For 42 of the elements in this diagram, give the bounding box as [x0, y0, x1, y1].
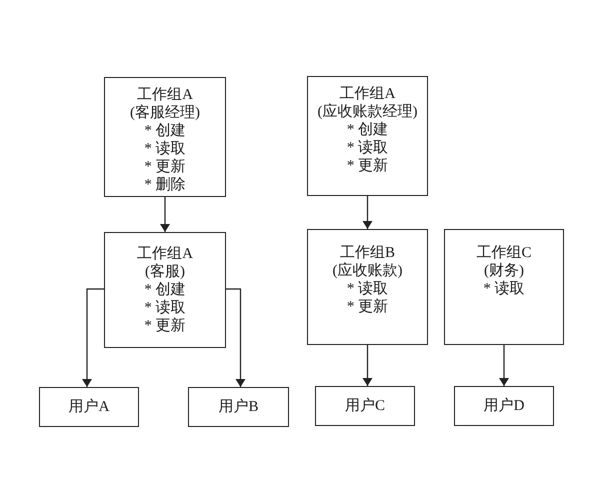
node-box: [307, 76, 428, 196]
node-label: (财务): [484, 262, 524, 280]
arrow: [499, 345, 509, 386]
node-label: 工作组B: [340, 244, 395, 262]
node-box: [307, 229, 428, 345]
node-box: [39, 387, 139, 427]
node-label: * 创建: [346, 121, 388, 139]
node-label: * 读取: [346, 139, 388, 157]
node-label: * 更新: [144, 158, 186, 176]
node-label: * 创建: [144, 122, 186, 140]
node-box: [315, 386, 415, 426]
node-label: (应收账款经理): [318, 103, 418, 121]
node-label: * 读取: [483, 280, 525, 298]
node-label: 用户C: [344, 397, 385, 415]
arrow: [82, 288, 104, 387]
node-label: (应收账款): [332, 262, 402, 280]
node-box: [444, 229, 564, 345]
node-label: * 更新: [346, 298, 388, 316]
arrow: [160, 197, 170, 232]
node-label: * 删除: [144, 176, 186, 194]
node-label: 工作组A: [340, 85, 396, 103]
node-label: 用户A: [68, 398, 110, 416]
node-label: * 更新: [144, 317, 186, 335]
arrow: [226, 288, 246, 387]
node-label: * 读取: [144, 140, 186, 158]
node-label: 工作组A: [137, 86, 193, 104]
node-label: 工作组A: [137, 245, 193, 263]
node-box: [104, 77, 226, 197]
arrow: [362, 196, 372, 229]
node-box: [104, 232, 226, 348]
node-label: 用户B: [218, 398, 258, 416]
node-box: [454, 386, 554, 426]
node-label: * 读取: [144, 299, 186, 317]
node-label: (客服): [145, 263, 185, 281]
node-box: [188, 387, 289, 427]
node-label: (客服经理): [130, 104, 200, 122]
arrow: [362, 345, 372, 386]
node-label: 工作组C: [476, 244, 532, 262]
node-label: * 读取: [346, 280, 388, 298]
node-label: * 更新: [346, 157, 388, 175]
node-label: 用户D: [484, 397, 524, 415]
node-label: * 创建: [144, 281, 186, 299]
